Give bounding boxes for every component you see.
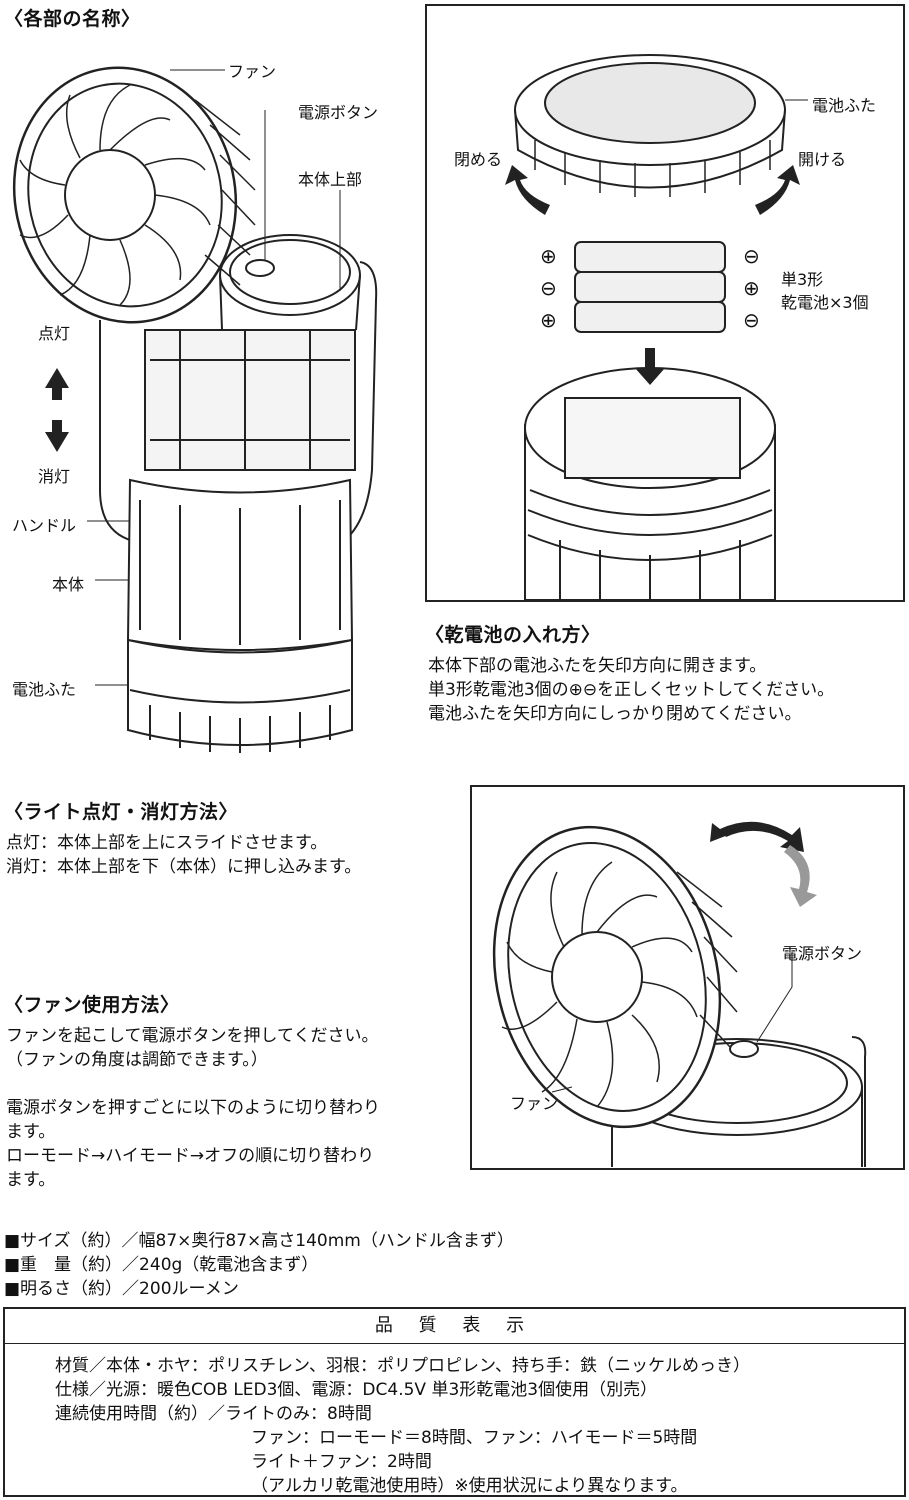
quality-line: ライト＋ファン：2時間 [251, 1452, 432, 1472]
fan-usage-line: 電源ボタンを押すごとに以下のように切り替わり [6, 1098, 380, 1118]
battery-cover-diagram-label: 電池ふた [812, 96, 877, 115]
fan-usage-line: ます。 [6, 1170, 56, 1190]
handle-label: ハンドル [12, 516, 77, 535]
power-button-label: 電源ボタン [298, 103, 379, 122]
battery-instruction-line: 単3形乾電池3個の⊕⊖を正しくセットしてください。 [428, 680, 835, 700]
battery-instructions-title: 〈乾電池の入れ方〉 [425, 624, 601, 646]
light-on-label: 点灯 [38, 324, 71, 343]
spec-weight: ■重 量（約）／240g（乾電池含まず） [4, 1255, 319, 1275]
battery-cover-label: 電池ふた [12, 680, 77, 699]
quality-table: 品 質 表 示 材質／本体・ホヤ：ポリスチレン、羽根：ポリプロピレン、持ち手：鉄… [3, 1307, 906, 1497]
plus-symbol: ⊕ [540, 308, 557, 332]
quality-line: 材質／本体・ホヤ：ポリスチレン、羽根：ポリプロピレン、持ち手：鉄（ニッケルめっき… [55, 1356, 750, 1376]
battery-count-label: 乾電池×3個 [781, 293, 869, 312]
fan-illustration [492, 821, 867, 1167]
quality-line: （アルカリ乾電池使用時）※使用状況により異なります。 [251, 1476, 688, 1496]
parts-title: 〈各部の名称〉 [4, 8, 141, 30]
battery-instruction-line: 本体下部の電池ふたを矢印方向に開きます。 [428, 656, 767, 676]
fan-usage-line: （ファンの角度は調節できます。） [6, 1050, 268, 1070]
body-top-label: 本体上部 [298, 170, 363, 189]
battery-instruction-line: 電池ふたを矢印方向にしっかり閉めてください。 [428, 704, 802, 724]
light-off-label: 消灯 [38, 467, 71, 486]
plus-symbol: ⊕ [540, 244, 557, 268]
spec-size: ■サイズ（約）／幅87×奥行87×高さ140mm（ハンドル含まず） [4, 1231, 514, 1251]
light-usage-line: 点灯：本体上部を上にスライドさせます。 [6, 833, 328, 853]
quality-line: 連続使用時間（約）／ライトのみ：8時間 [55, 1404, 372, 1424]
light-usage-line: 消灯：本体上部を下（本体）に押し込みます。 [6, 857, 362, 877]
close-label: 閉める [454, 150, 503, 169]
open-label: 開ける [798, 150, 847, 169]
minus-symbol: ⊖ [743, 308, 760, 332]
light-usage-title: 〈ライト点灯・消灯方法〉 [4, 801, 239, 823]
fan-diagram-box [470, 785, 905, 1170]
fan-label: ファン [228, 62, 277, 81]
minus-symbol: ⊖ [540, 276, 557, 300]
fan-power-button-label: 電源ボタン [782, 944, 863, 963]
battery-type-label: 単3形 [781, 270, 824, 289]
body-label: 本体 [52, 575, 85, 594]
fan-diagram-fan-label: ファン [510, 1094, 559, 1113]
fan-usage-line: ファンを起こして電源ボタンを押してください。 [6, 1026, 379, 1046]
spec-brightness: ■明るさ（約）／200ルーメン [4, 1279, 239, 1299]
minus-symbol: ⊖ [743, 244, 760, 268]
quality-line: ファン：ローモード＝8時間、ファン：ハイモード＝5時間 [251, 1428, 698, 1448]
fan-usage-line: ローモード→ハイモード→オフの順に切り替わり [6, 1146, 375, 1166]
quality-line: 仕様／光源：暖色COB LED3個、電源：DC4.5V 単3形乾電池3個使用（別… [55, 1380, 658, 1400]
plus-symbol: ⊕ [743, 276, 760, 300]
fan-usage-title: 〈ファン使用方法〉 [4, 994, 180, 1016]
quality-title: 品 質 表 示 [5, 1309, 904, 1344]
fan-usage-line: ます。 [6, 1122, 56, 1142]
